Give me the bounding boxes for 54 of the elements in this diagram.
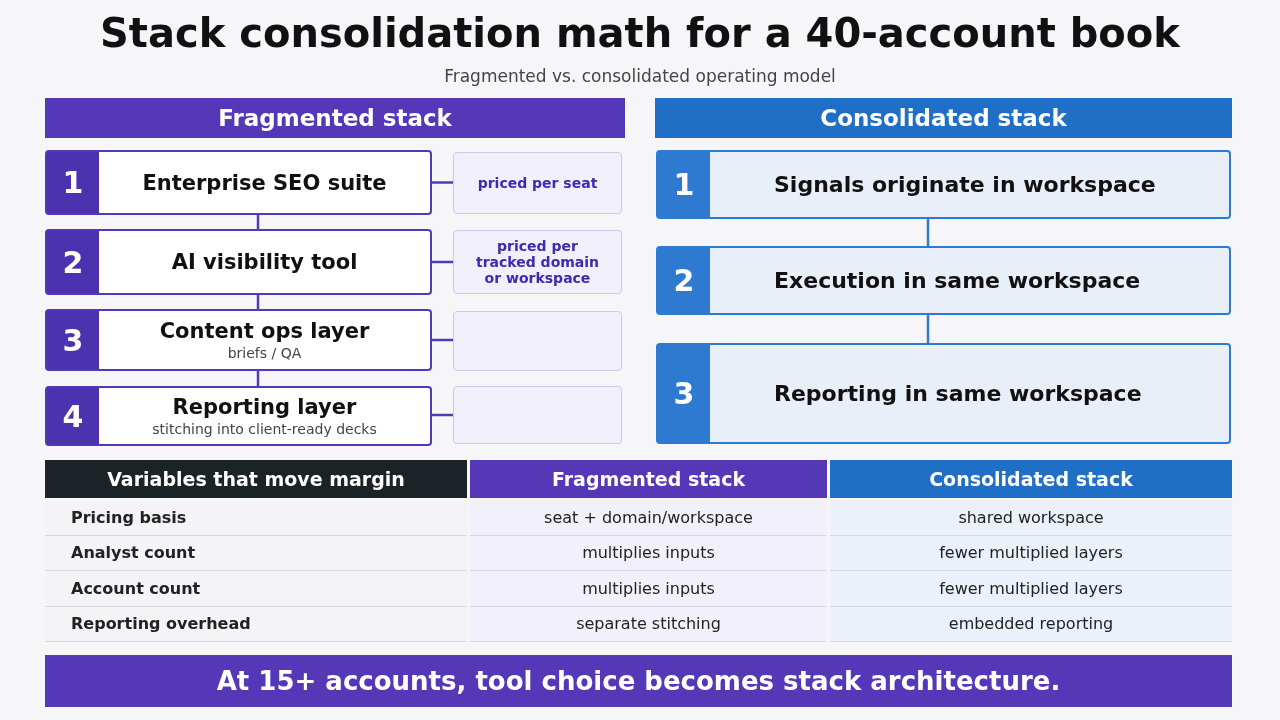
table-cell: embedded reporting xyxy=(830,606,1232,642)
table-cell: shared workspace xyxy=(830,500,1232,536)
empty-note-box xyxy=(453,386,622,444)
layer-subtitle: briefs / QA xyxy=(227,345,302,361)
step-number: 3 xyxy=(658,345,710,442)
empty-note-box xyxy=(453,311,622,371)
subtitle: Fragmented vs. consolidated operating model xyxy=(443,66,837,86)
column-header-band xyxy=(45,98,625,138)
pricing-note-box xyxy=(453,230,622,294)
connector-line xyxy=(432,181,453,184)
column-header: Fragmented stack xyxy=(470,460,827,498)
step-number: 4 xyxy=(47,388,99,444)
column-header: Consolidated stack xyxy=(830,460,1232,498)
connector-line xyxy=(926,315,930,343)
pricing-note: priced per tracked domain or workspace xyxy=(474,238,601,286)
connector-line xyxy=(926,219,930,246)
layer-title: AI visibility tool xyxy=(171,250,358,274)
table-cell: seat + domain/workspace xyxy=(470,500,827,536)
layer-subtitle: stitching into client-ready decks xyxy=(152,421,377,437)
connector-line xyxy=(432,413,453,417)
connector-line xyxy=(432,338,453,342)
conclusion-banner xyxy=(45,655,1232,707)
table-cell: fewer multiplied layers xyxy=(830,571,1232,607)
step-number: 2 xyxy=(658,248,710,313)
layer-box xyxy=(45,229,432,295)
layer-title: Content ops layer xyxy=(159,319,370,343)
title: Stack consolidation math for a 40-account book xyxy=(99,10,1182,56)
layer-box xyxy=(45,386,432,446)
layer-box xyxy=(45,150,432,215)
column-header-band xyxy=(655,98,1232,138)
table-cell: multiplies inputs xyxy=(470,535,827,571)
column-header: Variables that move margin xyxy=(45,460,467,498)
table-cell: multiplies inputs xyxy=(470,571,827,607)
step-number: 1 xyxy=(658,152,710,217)
layer-box xyxy=(656,150,1231,219)
step-number: 1 xyxy=(47,152,99,213)
layer-title: Reporting layer xyxy=(172,395,357,419)
pricing-note-box xyxy=(453,152,622,214)
layer-title: Signals originate in workspace xyxy=(774,172,1156,197)
layer-title: Execution in same workspace xyxy=(774,268,1141,293)
pricing-note: priced per seat xyxy=(477,175,598,191)
layer-title: Enterprise SEO suite xyxy=(142,170,387,195)
banner-text: At 15+ accounts, tool choice becomes stack architecture. xyxy=(216,666,1061,696)
layer-box xyxy=(656,246,1231,315)
column-heading: Consolidated stack xyxy=(820,105,1067,131)
column-heading: Fragmented stack xyxy=(218,105,452,131)
table-cell: fewer multiplied layers xyxy=(830,535,1232,571)
table-cell: separate stitching xyxy=(470,606,827,642)
layer-box xyxy=(45,309,432,371)
layer-title: Reporting in same workspace xyxy=(774,381,1142,406)
layer-box xyxy=(656,343,1231,444)
connector-line xyxy=(432,260,453,264)
step-number: 2 xyxy=(47,231,99,293)
step-number: 3 xyxy=(47,311,99,369)
